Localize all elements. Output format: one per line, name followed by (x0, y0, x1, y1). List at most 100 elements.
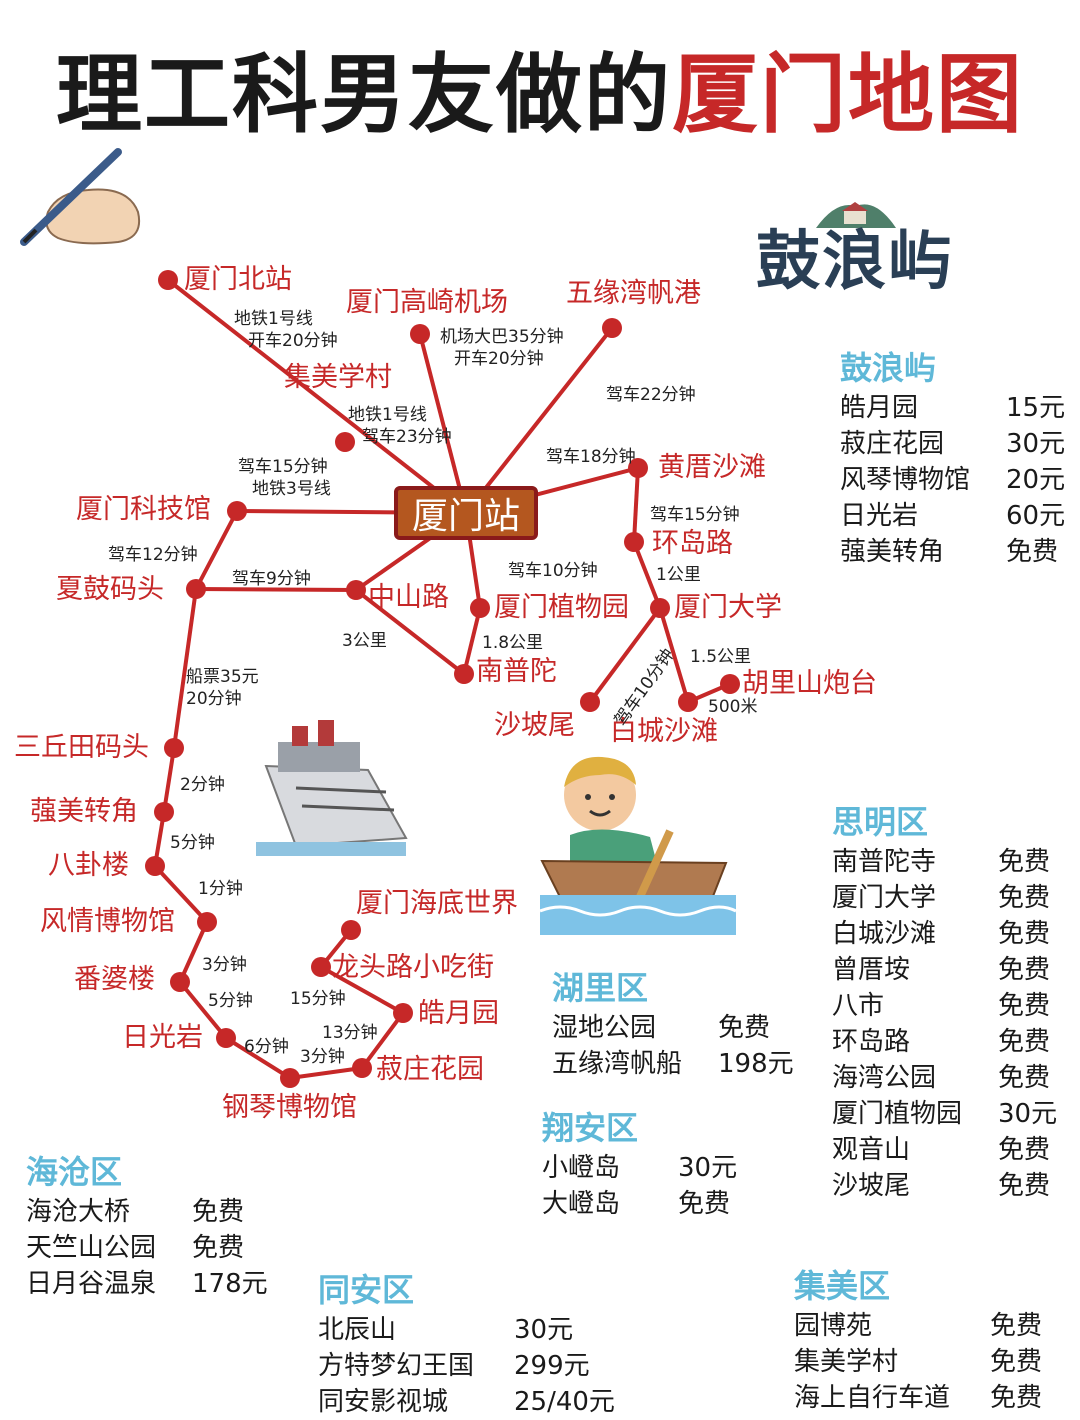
route-annotation: 1公里 (656, 564, 701, 586)
station-label-riguang[interactable]: 日光岩 (122, 1022, 203, 1053)
attraction-name: 小嶝岛 (542, 1153, 621, 1183)
station-label-wuyuan[interactable]: 五缘湾帆港 (566, 278, 701, 309)
attraction-price: 299元 (514, 1351, 590, 1381)
station-label-jimei[interactable]: 集美学村 (284, 362, 392, 393)
route-annotation: 1.5公里 (690, 646, 751, 668)
route-annotation: 1分钟 (198, 878, 243, 900)
cruise-ship-icon (256, 720, 408, 856)
annotation-line: 5分钟 (208, 991, 253, 1011)
route-line-hub-jichang (418, 333, 468, 514)
panel-row[interactable]: 南普陀寺免费 (832, 844, 1057, 880)
panel-row[interactable]: 天竺山公园免费 (26, 1230, 268, 1266)
station-dot-zhiwu (470, 598, 490, 618)
attraction-name: 南普陀寺 (832, 847, 937, 877)
attraction-name: 五缘湾帆船 (552, 1049, 683, 1079)
panel-row[interactable]: 海沧大桥免费 (26, 1194, 268, 1230)
station-label-nanputuo[interactable]: 南普陀 (476, 656, 557, 687)
panel-row[interactable]: 蔃美转角免费 (840, 534, 1065, 570)
annotation-line: 驾车12分钟 (108, 545, 198, 565)
panel-row[interactable]: 海上自行车道免费 (794, 1380, 1042, 1416)
station-label-zhongshan[interactable]: 中山路 (368, 582, 449, 613)
panel-row[interactable]: 沙坡尾免费 (832, 1168, 1057, 1204)
route-line-xiagu-zhongshan (195, 587, 357, 592)
annotation-line: 1.8公里 (482, 633, 544, 653)
station-label-baicheng[interactable]: 白城沙滩 (610, 716, 718, 747)
annotation-line: 驾车15分钟 (238, 457, 328, 477)
attraction-name: 厦门大学 (832, 883, 937, 913)
attraction-price: 30元 (1006, 429, 1066, 459)
panel-row[interactable]: 八市免费 (832, 988, 1057, 1024)
annotation-line: 地铁1号线 (348, 405, 427, 425)
station-label-hulishan[interactable]: 胡里山炮台 (742, 668, 877, 699)
station-label-huangcuo[interactable]: 黄厝沙滩 (658, 452, 766, 483)
panel-jimeiqu: 集美区园博苑免费集美学村免费海上自行车道免费 (794, 1264, 1042, 1416)
station-label-sanqiutian[interactable]: 三丘田码头 (14, 732, 149, 763)
station-label-xiada[interactable]: 厦门大学 (674, 592, 782, 623)
panel-row[interactable]: 集美学村免费 (794, 1344, 1042, 1380)
panel-row[interactable]: 湿地公园免费 (552, 1010, 794, 1046)
route-annotation: 驾车15分钟地铁3号线 (238, 456, 331, 500)
station-dot-longtou (311, 957, 331, 977)
annotation-line: 5分钟 (170, 833, 215, 853)
panel-row[interactable]: 园博苑免费 (794, 1308, 1042, 1344)
route-annotation: 地铁1号线驾车23分钟 (348, 404, 452, 448)
station-label-fengqing[interactable]: 风情博物馆 (40, 906, 175, 937)
station-dot-fanpo (170, 972, 190, 992)
logo-text: 鼓浪屿 (756, 225, 954, 299)
attraction-price: 60元 (1006, 501, 1066, 531)
hub-station[interactable]: 厦门站 (394, 486, 538, 540)
attraction-price: 免费 (1006, 537, 1059, 567)
station-label-huandao[interactable]: 环岛路 (652, 528, 733, 559)
station-label-shuzhuang[interactable]: 菽庄花园 (376, 1054, 484, 1085)
station-label-longtou[interactable]: 龙头路小吃街 (332, 952, 494, 983)
station-label-gangqin[interactable]: 钢琴博物馆 (222, 1092, 357, 1123)
station-label-fanpo[interactable]: 番婆楼 (74, 964, 155, 995)
station-label-haoyue[interactable]: 皓月园 (418, 998, 499, 1029)
station-label-xiagu[interactable]: 夏鼓码头 (56, 574, 164, 605)
panel-row[interactable]: 曾厝垵免费 (832, 952, 1057, 988)
station-label-shapowei[interactable]: 沙坡尾 (494, 710, 575, 741)
station-label-zhiwu[interactable]: 厦门植物园 (494, 592, 629, 623)
route-line-zhiwu-nanputuo (462, 607, 482, 675)
station-label-shumei_g[interactable]: 蔃美转角 (30, 796, 138, 827)
station-dot-shuzhuang (352, 1058, 372, 1078)
route-annotation: 驾车10分钟 (508, 560, 598, 582)
panel-heading: 翔安区 (542, 1109, 639, 1147)
panel-row[interactable]: 厦门大学免费 (832, 880, 1057, 916)
annotation-line: 驾车18分钟 (546, 447, 636, 467)
panel-row[interactable]: 环岛路免费 (832, 1024, 1057, 1060)
panel-row[interactable]: 观音山 免费 (832, 1132, 1057, 1168)
route-annotation: 2分钟 (180, 774, 225, 796)
annotation-line: 3分钟 (202, 955, 247, 975)
station-dot-huangcuo (628, 458, 648, 478)
attraction-name: 大嶝岛 (542, 1189, 621, 1219)
route-line-shuzhuang-haoyue (360, 1011, 405, 1070)
station-label-keji[interactable]: 厦门科技馆 (76, 494, 211, 525)
route-line-haoyue-longtou (320, 965, 404, 1015)
panel-row[interactable]: 海湾公园免费 (832, 1060, 1057, 1096)
station-label-bei[interactable]: 厦门北站 (184, 264, 292, 295)
panel-row[interactable]: 白城沙滩免费 (832, 916, 1057, 952)
attraction-price: 免费 (998, 1135, 1051, 1165)
station-dot-shapowei (580, 692, 600, 712)
attraction-price: 免费 (998, 1027, 1051, 1057)
station-label-bagua[interactable]: 八卦楼 (48, 850, 129, 881)
station-label-haidi[interactable]: 厦门海底世界 (356, 888, 518, 919)
panel-row[interactable]: 大嶝岛免费 (542, 1186, 737, 1222)
station-label-jichang[interactable]: 厦门高崎机场 (346, 287, 508, 318)
panel-heading: 思明区 (832, 803, 929, 841)
attraction-name: 观音山 (832, 1135, 911, 1165)
annotation-line: 1公里 (656, 565, 701, 585)
